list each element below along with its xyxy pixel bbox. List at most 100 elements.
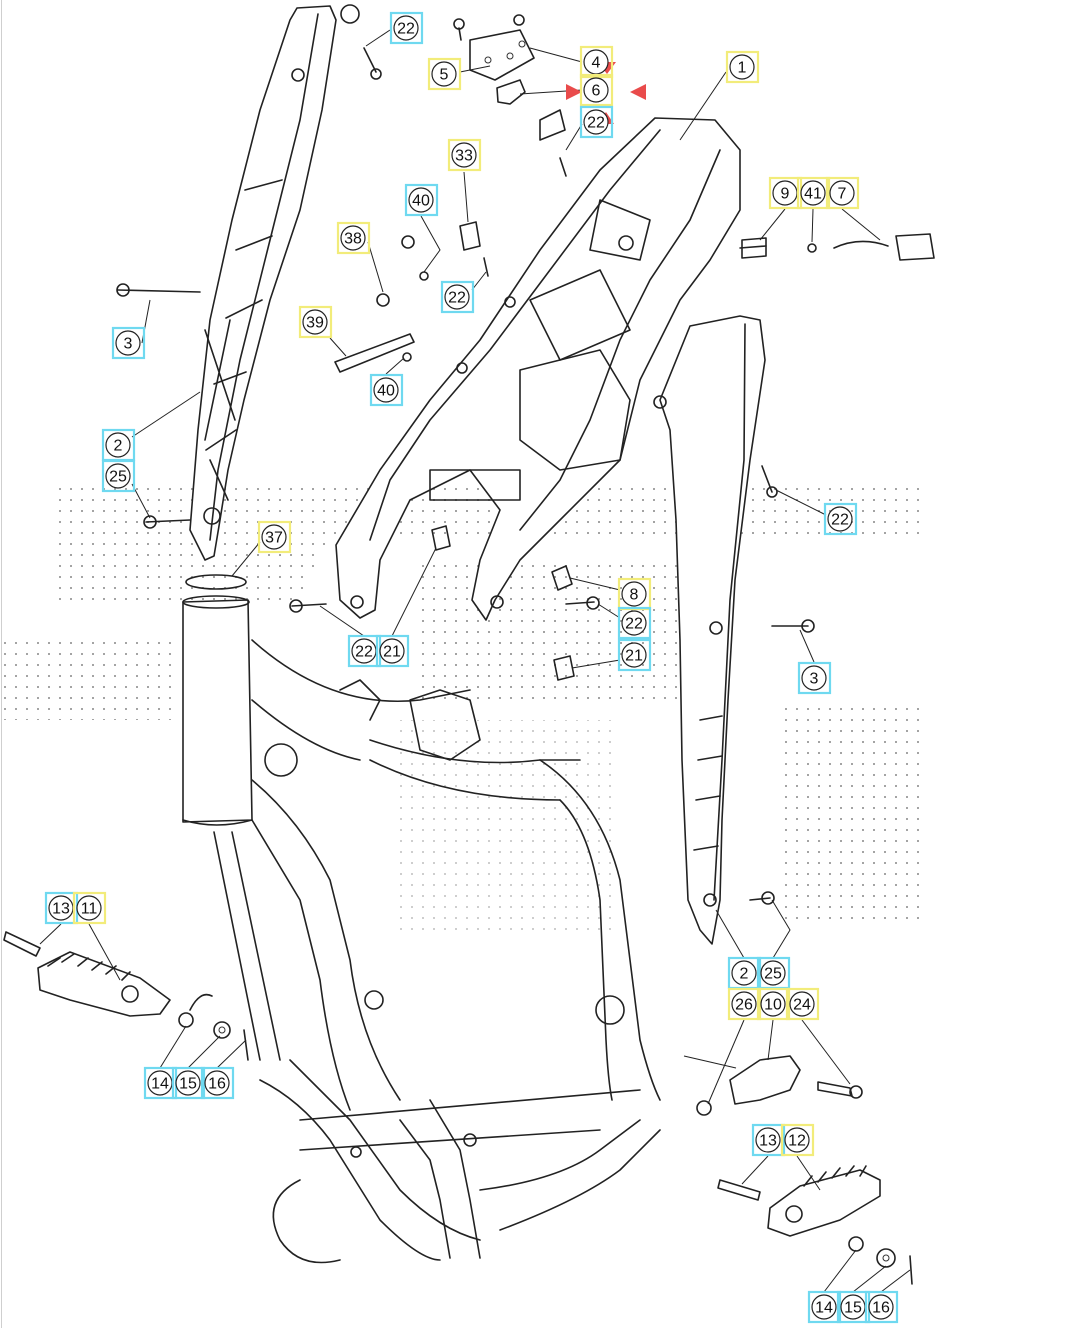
top-mount-plate[interactable] xyxy=(453,14,535,105)
callout-circle xyxy=(302,309,328,335)
callout-c37[interactable]: 37 xyxy=(257,520,292,554)
callout-box xyxy=(579,45,614,79)
callout-box xyxy=(389,11,424,45)
chain-guide-block[interactable] xyxy=(696,1055,863,1116)
callout-box xyxy=(336,221,371,255)
callout-number: 3 xyxy=(124,336,133,353)
callout-circle xyxy=(729,54,755,80)
callout-c33[interactable]: 33 xyxy=(447,138,482,172)
callout-box xyxy=(257,520,292,554)
callout-circle xyxy=(408,187,434,213)
callout-c2b[interactable]: 2 xyxy=(727,956,762,990)
callout-box xyxy=(427,57,462,91)
callout-number: 6 xyxy=(592,83,601,100)
callout-c12[interactable]: 12 xyxy=(780,1123,815,1157)
left-subframe-rail[interactable] xyxy=(189,4,360,561)
callout-circle xyxy=(829,180,855,206)
right-footpeg[interactable] xyxy=(717,1165,913,1285)
callout-c7[interactable]: 7 xyxy=(825,176,860,210)
callout-box xyxy=(797,661,832,695)
callout-c14b[interactable]: 14 xyxy=(807,1290,842,1324)
callout-c5[interactable]: 5 xyxy=(427,57,462,91)
callout-number: 22 xyxy=(355,644,373,661)
callout-number: 16 xyxy=(208,1076,226,1093)
callout-circle xyxy=(760,991,786,1017)
callout-number: 7 xyxy=(838,186,847,203)
callout-c39[interactable]: 39 xyxy=(298,305,333,339)
callout-circle xyxy=(755,1127,781,1153)
right-subframe-rail[interactable] xyxy=(653,315,766,945)
callout-number: 16 xyxy=(872,1300,890,1317)
callout-c9[interactable]: 9 xyxy=(768,176,803,210)
callout-c2a[interactable]: 2 xyxy=(101,428,136,462)
callout-box xyxy=(579,73,614,107)
callout-number: 37 xyxy=(265,530,283,547)
callout-c24[interactable]: 24 xyxy=(785,987,820,1021)
callout-circle xyxy=(105,432,131,458)
callout-box xyxy=(727,987,762,1021)
callout-number: 22 xyxy=(587,115,605,132)
rear-subframe[interactable] xyxy=(335,117,741,621)
callout-number: 38 xyxy=(344,231,362,248)
callout-c1[interactable]: 1 xyxy=(725,50,760,84)
callout-number: 26 xyxy=(735,997,753,1014)
callout-c11[interactable]: 11 xyxy=(72,891,107,925)
callout-box xyxy=(617,638,652,672)
callout-c22b[interactable]: 22 xyxy=(579,105,614,139)
callout-c25a[interactable]: 25 xyxy=(101,459,136,493)
callout-circle xyxy=(760,960,786,986)
callout-c15b[interactable]: 15 xyxy=(836,1290,871,1324)
callout-c38[interactable]: 38 xyxy=(336,221,371,255)
callout-box xyxy=(725,50,760,84)
callout-circle xyxy=(827,506,853,532)
callout-box xyxy=(756,987,791,1021)
callout-c22c[interactable]: 22 xyxy=(440,280,475,314)
callout-c13b[interactable]: 13 xyxy=(751,1123,786,1157)
callout-c22a[interactable]: 22 xyxy=(389,11,424,45)
callout-c22d[interactable]: 22 xyxy=(823,502,858,536)
callout-c26[interactable]: 26 xyxy=(727,987,762,1021)
callout-c6[interactable]: 6 xyxy=(579,73,614,107)
callout-c16b[interactable]: 16 xyxy=(864,1290,899,1324)
callout-number: 13 xyxy=(52,901,70,918)
callout-box xyxy=(111,326,146,360)
callout-number: 3 xyxy=(810,671,819,688)
callout-circle xyxy=(789,991,815,1017)
callout-circle xyxy=(583,77,609,103)
callout-c13a[interactable]: 13 xyxy=(44,891,79,925)
callout-number: 8 xyxy=(630,587,639,604)
callout-c10[interactable]: 10 xyxy=(756,987,791,1021)
callout-number: 12 xyxy=(788,1133,806,1150)
callout-circle xyxy=(868,1294,894,1320)
leader-lines xyxy=(39,29,911,1293)
callout-c15a[interactable]: 15 xyxy=(171,1066,206,1100)
callout-c3a[interactable]: 3 xyxy=(111,326,146,360)
callout-box xyxy=(440,280,475,314)
callout-box xyxy=(823,502,858,536)
callout-circle xyxy=(431,61,457,87)
callout-circle xyxy=(621,610,647,636)
left-footpeg[interactable] xyxy=(3,931,249,1061)
callout-circle xyxy=(811,1294,837,1320)
callout-c21b[interactable]: 21 xyxy=(617,638,652,672)
callout-box xyxy=(780,1123,815,1157)
main-frame[interactable] xyxy=(182,595,661,1264)
callout-c22e[interactable]: 22 xyxy=(617,606,652,640)
callout-c40b[interactable]: 40 xyxy=(369,373,404,407)
callout-c14a[interactable]: 14 xyxy=(143,1066,178,1100)
callout-number: 22 xyxy=(448,290,466,307)
callout-number: 5 xyxy=(440,67,449,84)
callout-box xyxy=(796,176,831,210)
callout-circle xyxy=(105,463,131,489)
callout-c40a[interactable]: 40 xyxy=(404,183,439,217)
callout-c41[interactable]: 41 xyxy=(796,176,831,210)
marker-arrow-right-icon xyxy=(566,84,582,100)
callout-c3b[interactable]: 3 xyxy=(797,661,832,695)
callout-c16a[interactable]: 16 xyxy=(200,1066,235,1100)
callout-c21a[interactable]: 21 xyxy=(375,634,410,668)
callout-number: 21 xyxy=(383,644,401,661)
callout-c25b[interactable]: 25 xyxy=(756,956,791,990)
callout-c22f[interactable]: 22 xyxy=(347,634,382,668)
